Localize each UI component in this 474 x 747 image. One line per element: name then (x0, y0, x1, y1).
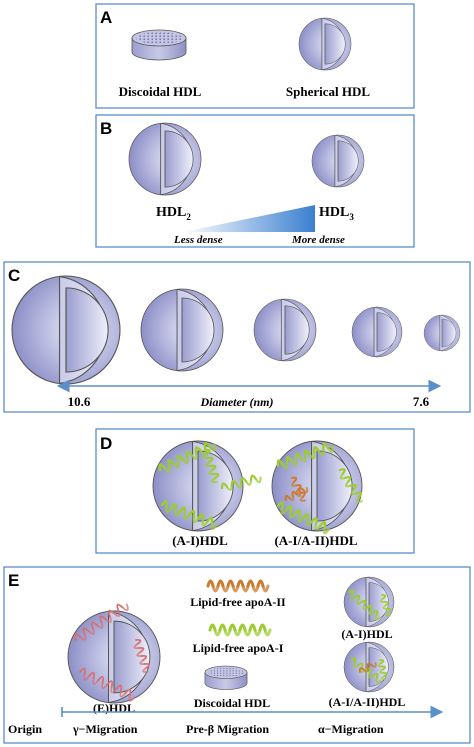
apoai-helix (160, 499, 218, 530)
ai-aii-hdl-e-particle-icon (343, 641, 395, 693)
ai-hdl-e-label: (A-I)HDL (341, 627, 392, 641)
apoaii-helix (284, 486, 309, 502)
spherical-hdl-icon (298, 17, 352, 71)
panel-c-frame (3, 261, 471, 413)
apoai-helix (338, 468, 363, 503)
panel-e: E (E)HDL Lipid-free apoA-II Lipid-free a… (3, 566, 471, 744)
sphere-size-3-icon (253, 298, 317, 362)
discoidal-hdl-label: Discoidal HDL (119, 84, 202, 99)
panel-a-letter: A (100, 8, 112, 27)
apoai-free-helix (208, 623, 272, 637)
origin-label: Origin (8, 722, 42, 736)
prebeta-migration-label: Pre-β Migration (186, 722, 269, 736)
hdl3-particle-icon (311, 134, 365, 188)
gamma-migration-label: γ−Migration (72, 722, 138, 736)
apoaii-label: Lipid-free apoA-II (190, 595, 286, 609)
lipid-free-apoaii-icon (206, 579, 270, 593)
apoe-helix (73, 603, 129, 641)
density-gradient-triangle (183, 205, 315, 232)
more-dense-label: More dense (291, 234, 345, 246)
apoai-helix (348, 589, 381, 621)
discoidal-hdl-e-icon (204, 665, 248, 690)
less-dense-label: Less dense (173, 234, 223, 246)
diameter-min-label: 7.6 (413, 394, 430, 409)
apoai-helix (276, 442, 334, 470)
apoaii-helix (358, 662, 377, 673)
panel-a: A Discoidal HDL Spherical HDL (95, 3, 415, 109)
diameter-max-label: 10.6 (68, 394, 91, 409)
apoai-helix (276, 501, 330, 535)
ai-hdl-label: (A-I)HDL (172, 533, 228, 548)
apoai-label: Lipid-free apoA-I (193, 641, 284, 655)
sphere-size-4-icon (351, 306, 403, 358)
panel-c: C 10.6 Diameter (nm) 7.6 (3, 261, 471, 413)
ai-aii-hdl-e-label: (A-I/A-II)HDL (329, 695, 406, 709)
apolipoprotein-helices (158, 442, 363, 535)
apoe-helix (133, 639, 151, 673)
ai-aii-hdl-label: (A-I/A-II)HDL (274, 533, 357, 548)
hdl2-particle-icon (128, 122, 202, 196)
lipid-free-apoai-icon (208, 623, 272, 637)
panel-d-letter: D (100, 434, 112, 453)
apoaii-helix (291, 476, 306, 502)
panel-b-frame (95, 114, 415, 248)
apolipoprotein-helices-e (73, 589, 392, 702)
apoai-helix (380, 594, 392, 617)
sphere-size-5-icon (423, 314, 461, 352)
apoe-helix (79, 667, 136, 702)
apoai-helix (377, 659, 388, 681)
apoai-helix (202, 448, 220, 484)
panel-d: D (A-I)HDL (A-I/A-II)HDL (95, 428, 415, 554)
panel-b: B HDL2 HDL3 Less dense More dense (95, 114, 415, 248)
ehdl-label: (E)HDL (93, 701, 135, 715)
hdl3-label: HDL3 (319, 205, 354, 222)
panel-e-frame (3, 566, 471, 744)
apoaii-free-helix (206, 579, 270, 593)
panel-b-letter: B (100, 119, 112, 138)
apoai-helix (220, 474, 262, 492)
panel-e-letter: E (8, 571, 19, 590)
alpha-migration-label: α−Migration (318, 722, 384, 736)
discoidal-hdl-e-label: Discoidal HDL (194, 696, 270, 710)
diameter-axis-label: Diameter (nm) (200, 395, 274, 409)
panel-c-letter: C (8, 266, 20, 285)
discoidal-hdl-icon (131, 29, 187, 61)
panel-a-frame (95, 3, 415, 109)
apoai-helix (158, 442, 217, 473)
hdl2-label: HDL2 (156, 205, 191, 222)
spherical-hdl-label: Spherical HDL (286, 84, 370, 99)
sphere-size-2-icon (140, 288, 224, 372)
sphere-size-1-icon (11, 275, 121, 385)
panel-d-frame (95, 428, 415, 554)
